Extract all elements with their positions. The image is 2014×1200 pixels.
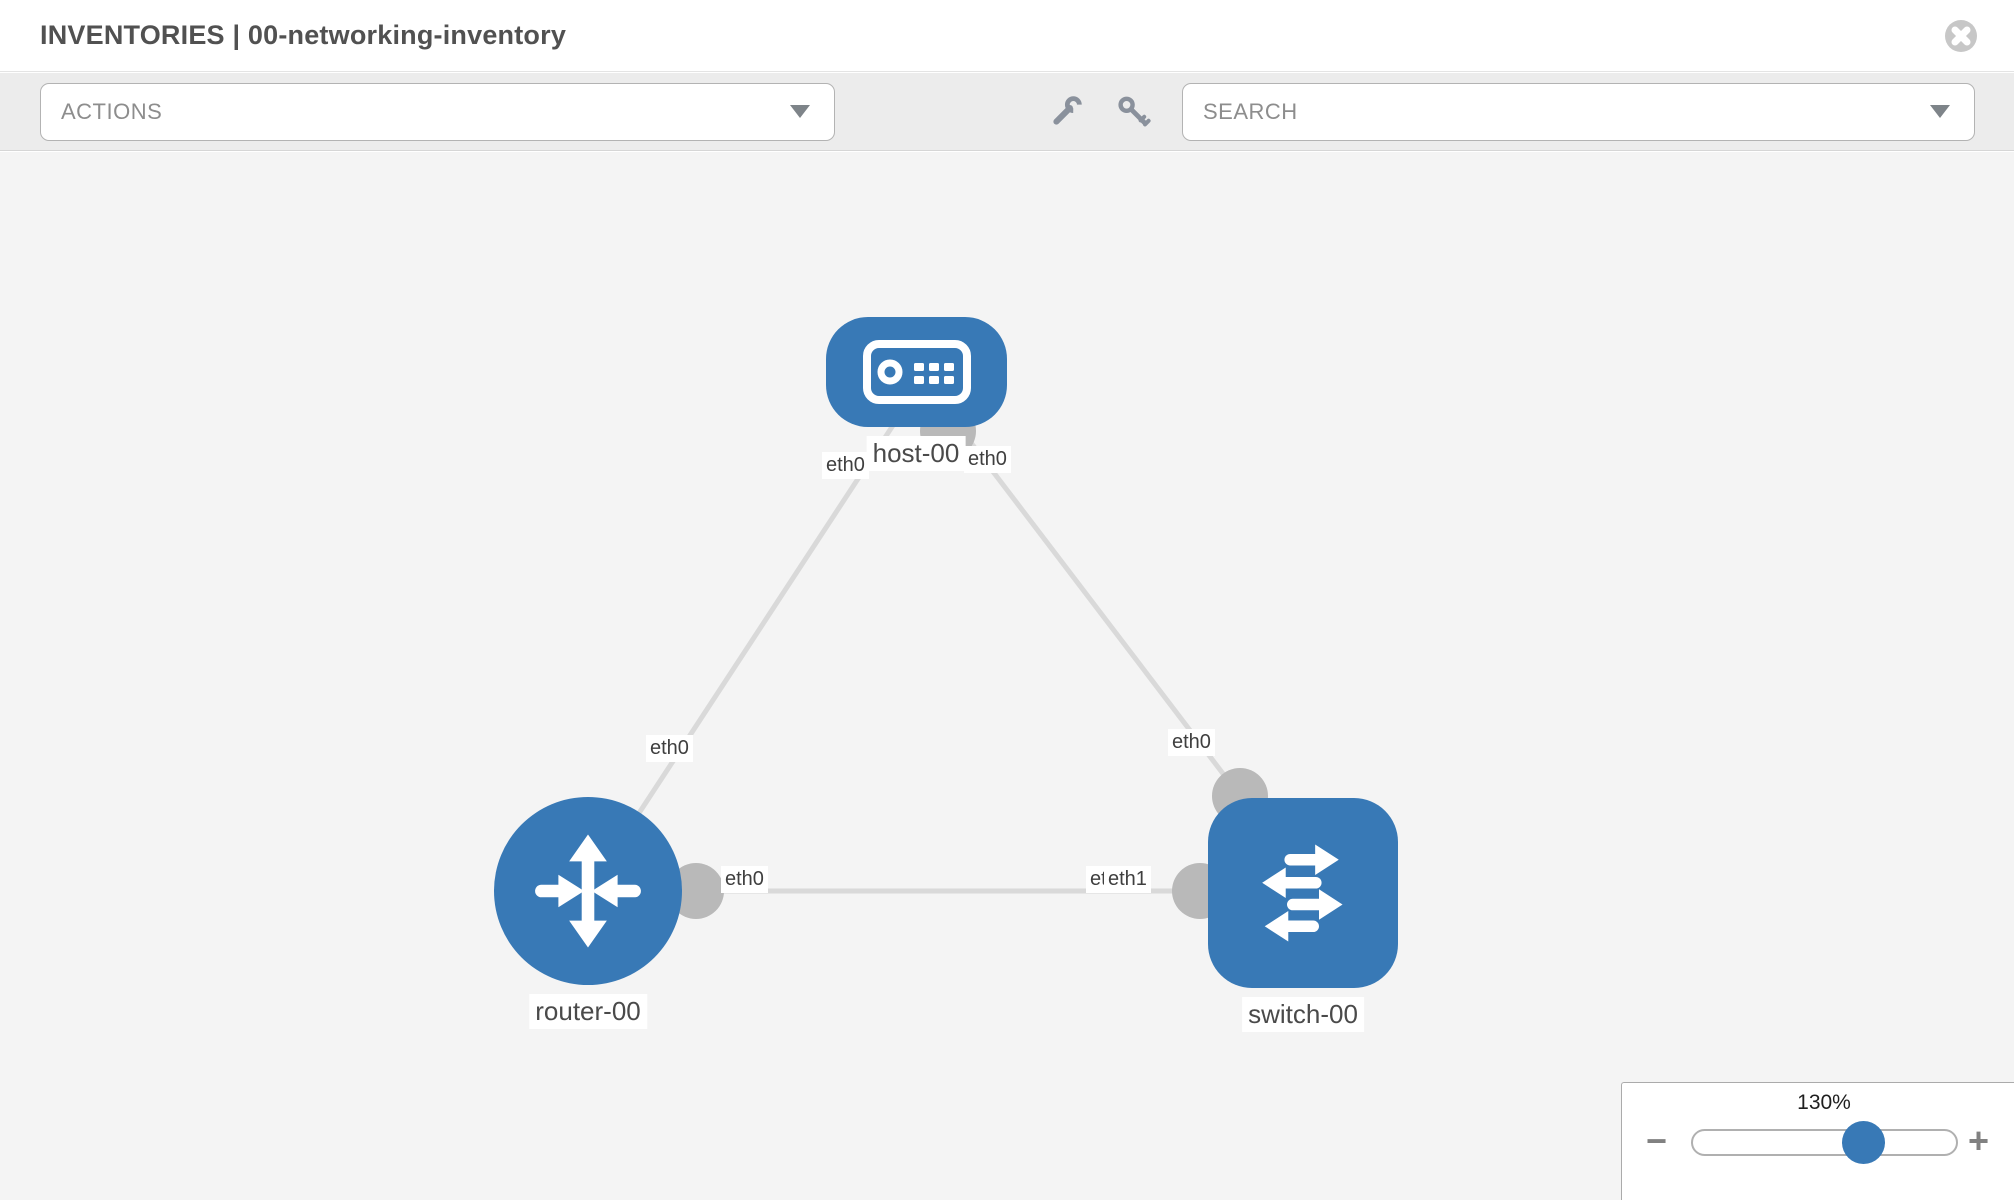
node-label-router: router-00 bbox=[529, 994, 647, 1029]
toolbar: ACTIONS SEARCH bbox=[0, 73, 2014, 151]
switch-icon bbox=[1262, 844, 1343, 942]
topology-links-layer bbox=[585, 400, 1303, 919]
topology-canvas[interactable]: host-00 router-00 switch-00 eth0 eth0 et… bbox=[0, 152, 2014, 1200]
interface-label-switch-top: eth0 bbox=[1168, 729, 1215, 756]
wrench-icon[interactable] bbox=[1046, 92, 1086, 132]
zoom-slider-track[interactable] bbox=[1691, 1129, 1958, 1156]
zoom-out-button[interactable]: − bbox=[1646, 1120, 1668, 1161]
node-switch-00[interactable] bbox=[1208, 798, 1398, 988]
actions-dropdown-label: ACTIONS bbox=[61, 98, 163, 124]
link-host-router[interactable] bbox=[585, 405, 908, 893]
interface-circle-router-right[interactable] bbox=[668, 863, 724, 919]
interface-label-host-right: eth0 bbox=[964, 446, 1011, 473]
interface-label-router-top: eth0 bbox=[646, 735, 693, 762]
search-dropdown[interactable]: SEARCH bbox=[1182, 82, 1975, 141]
zoom-slider-knob[interactable] bbox=[1842, 1121, 1885, 1164]
zoom-percent: 130% bbox=[1797, 1091, 1851, 1114]
search-dropdown-label: SEARCH bbox=[1203, 98, 1298, 124]
page-title: INVENTORIES | 00-networking-inventory bbox=[40, 20, 567, 50]
caret-down-icon bbox=[790, 105, 810, 118]
router-icon bbox=[535, 834, 641, 948]
key-icon[interactable] bbox=[1113, 92, 1153, 132]
interface-label-router-right: eth0 bbox=[721, 866, 768, 893]
node-label-switch: switch-00 bbox=[1242, 997, 1364, 1032]
zoom-in-button[interactable]: + bbox=[1968, 1120, 1990, 1161]
node-label-host: host-00 bbox=[866, 436, 966, 471]
interface-label-host-left: eth0 bbox=[822, 452, 869, 479]
caret-down-icon bbox=[1930, 105, 1950, 118]
host-icon bbox=[862, 340, 971, 404]
zoom-panel: 130% − + bbox=[1621, 1082, 2014, 1200]
node-router-00[interactable] bbox=[494, 797, 682, 985]
page-header: INVENTORIES | 00-networking-inventory bbox=[0, 0, 2014, 72]
actions-dropdown[interactable]: ACTIONS bbox=[40, 82, 835, 141]
interface-label-switch-left-front: eth1 bbox=[1104, 866, 1151, 893]
close-icon[interactable] bbox=[1944, 19, 1978, 53]
node-host-00[interactable] bbox=[826, 317, 1007, 427]
